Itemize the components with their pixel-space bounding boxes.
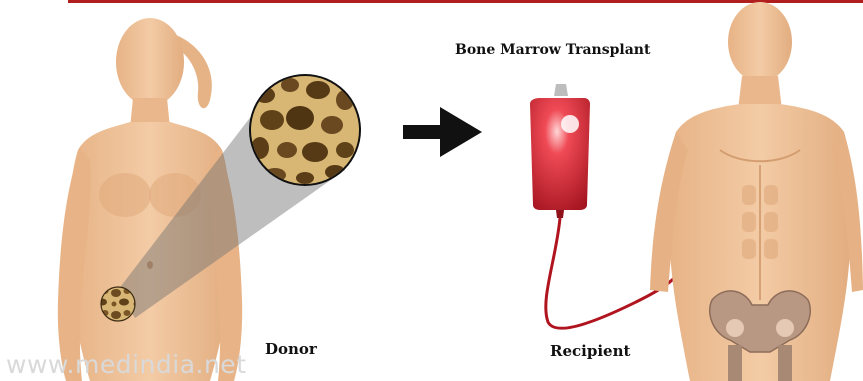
recipient-figure <box>650 2 863 381</box>
hip-bone-sample-icon <box>101 287 135 321</box>
diagram-title: Bone Marrow Transplant <box>455 42 650 58</box>
right-arrow-icon <box>403 107 482 157</box>
watermark: www.medindia.net <box>6 350 247 379</box>
recipient-label: Recipient <box>550 342 630 360</box>
donor-label: Donor <box>265 340 317 358</box>
